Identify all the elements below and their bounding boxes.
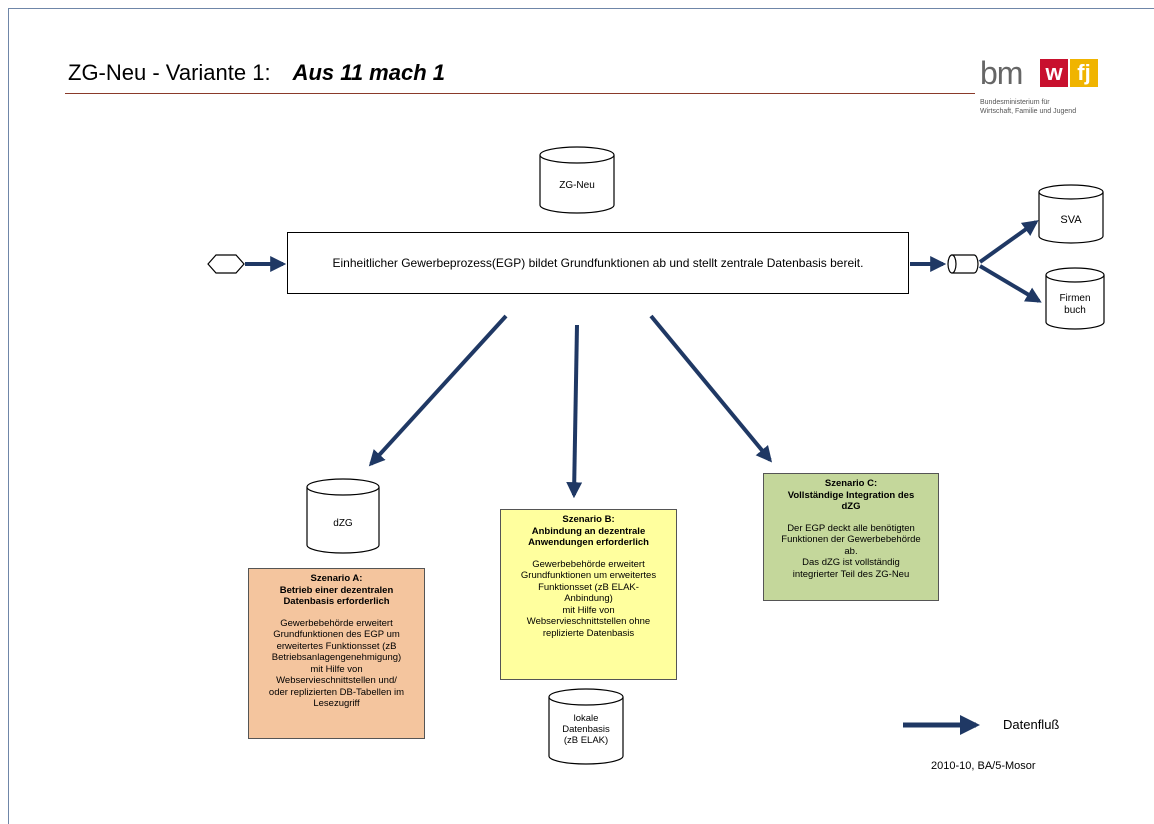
- scenario-a-title-3: Datenbasis erforderlich: [283, 596, 390, 607]
- lokale-datenbasis-icon: [548, 688, 624, 765]
- zg-neu-database-icon: [539, 146, 615, 214]
- logo-ministry-line2: Wirtschaft, Familie und Jugend: [980, 108, 1077, 115]
- footer-text: 2010-10, BA/5-Mosor: [931, 760, 1036, 772]
- sva-label: SVA: [1060, 214, 1082, 226]
- scenario-c-line: integrierter Teil des ZG-Neu: [792, 568, 910, 580]
- arrow-to-scenario-b: [566, 324, 583, 499]
- scenario-b-body: Gewerbebehörde erweitert Grundfunktionen…: [507, 559, 670, 640]
- scenario-a-line: Betriebsanlagengenehmigung): [271, 652, 402, 663]
- title-underline: [65, 93, 975, 94]
- arrow-to-firmenbuch: [978, 264, 1042, 303]
- firmenbuch-database-icon: [1045, 267, 1105, 330]
- scenario-b-line: mit Hilfe von: [562, 604, 615, 616]
- dzg-database-icon: [306, 478, 380, 554]
- scenario-a-line: oder replizierten DB-Tabellen im: [268, 686, 405, 698]
- scenario-a-line: Lesezugriff: [313, 698, 360, 709]
- scenario-a-title-1: Szenario A:: [310, 573, 363, 584]
- scenario-c-line: ab.: [844, 545, 858, 557]
- scenario-b-line: Funktionsset (zB ELAK-: [538, 581, 639, 593]
- sva-database-icon: [1038, 184, 1104, 244]
- firmenbuch-label-line2: buch: [1064, 305, 1086, 316]
- scenario-a-line: Grundfunktionen des EGP um: [273, 629, 400, 640]
- scenario-c-title-1: Szenario C:: [824, 478, 878, 489]
- scenario-b-title-1: Szenario B:: [562, 514, 615, 525]
- firmenbuch-label-line1: Firmen: [1059, 293, 1091, 304]
- page-title: ZG-Neu - Variante 1: Aus 11 mach 1: [68, 60, 445, 86]
- lokale-label-line1: lokale: [573, 713, 599, 724]
- scenario-b-line: Grundfunktionen um erweitertes: [520, 570, 657, 581]
- scenario-a-line: Webservieschnittstellen und/: [276, 675, 397, 686]
- scenario-a-body: Gewerbebehörde erweitert Grundfunktionen…: [255, 618, 418, 710]
- scenario-a-line: Gewerbebehörde erweitert: [280, 617, 393, 629]
- legend-label: Datenfluß: [1003, 717, 1060, 732]
- scenario-c-box: Szenario C: Vollständige Integration des…: [763, 473, 939, 601]
- scenario-b-line: replizierte Datenbasis: [542, 627, 635, 639]
- lokale-label-line2: Datenbasis: [562, 724, 610, 735]
- scenario-b-line: Gewerbebehörde erweitert: [532, 558, 645, 570]
- scenario-b-title-2: Anbindung an dezentrale: [531, 525, 646, 537]
- scenario-c-title-2: Vollständige Integration des: [787, 489, 915, 501]
- scenario-c-body: Der EGP deckt alle benötigten Funktionen…: [770, 523, 932, 581]
- scenario-b-title-3: Anwendungen erforderlich: [528, 537, 649, 548]
- lokale-label-line3: (zB ELAK): [563, 735, 609, 746]
- input-hexagon-icon: [207, 254, 245, 274]
- firmenbuch-label: Firmen buch: [1046, 293, 1104, 317]
- logo-fj: fj: [1070, 59, 1098, 87]
- title-subtitle: Aus 11 mach 1: [292, 60, 446, 85]
- scenario-b-box: Szenario B: Anbindung an dezentrale Anwe…: [500, 509, 677, 680]
- logo-ministry-line1: Bundesministerium für: [980, 99, 1050, 106]
- lokale-datenbasis-label: lokale Datenbasis (zB ELAK): [549, 713, 623, 746]
- scenario-c-line: Funktionen der Gewerbebehörde: [781, 534, 921, 545]
- main-process-box: Einheitlicher Gewerbeprozess(EGP) bildet…: [287, 232, 909, 294]
- scenario-a-line: erweitertes Funktionsset (zB: [276, 640, 397, 652]
- scenario-a-line: mit Hilfe von: [310, 663, 363, 675]
- slide-frame: [8, 8, 1154, 824]
- scenario-b-line: Anbindung): [564, 593, 613, 604]
- output-connector-icon: [947, 254, 979, 274]
- dzg-label: dZG: [333, 518, 353, 529]
- arrow-to-sva: [978, 220, 1039, 264]
- title-main: ZG-Neu - Variante 1:: [68, 60, 271, 85]
- logo-w: w: [1040, 59, 1068, 87]
- logo-bm: bm: [980, 55, 1023, 91]
- arrow-to-scenario-a: [368, 314, 508, 467]
- scenario-c-title-3: dZG: [841, 501, 861, 512]
- scenario-a-title-2: Betrieb einer dezentralen: [279, 584, 394, 596]
- main-process-text: Einheitlicher Gewerbeprozess(EGP) bildet…: [332, 256, 864, 270]
- scenario-a-box: Szenario A: Betrieb einer dezentralen Da…: [248, 568, 425, 739]
- scenario-c-line: Das dZG ist vollständig: [802, 557, 900, 568]
- zg-neu-label: ZG-Neu: [559, 180, 595, 191]
- arrow-to-scenario-c: [649, 314, 773, 463]
- scenario-b-line: Webservieschnittstellen ohne: [526, 616, 651, 627]
- scenario-c-line: Der EGP deckt alle benötigten: [787, 522, 915, 534]
